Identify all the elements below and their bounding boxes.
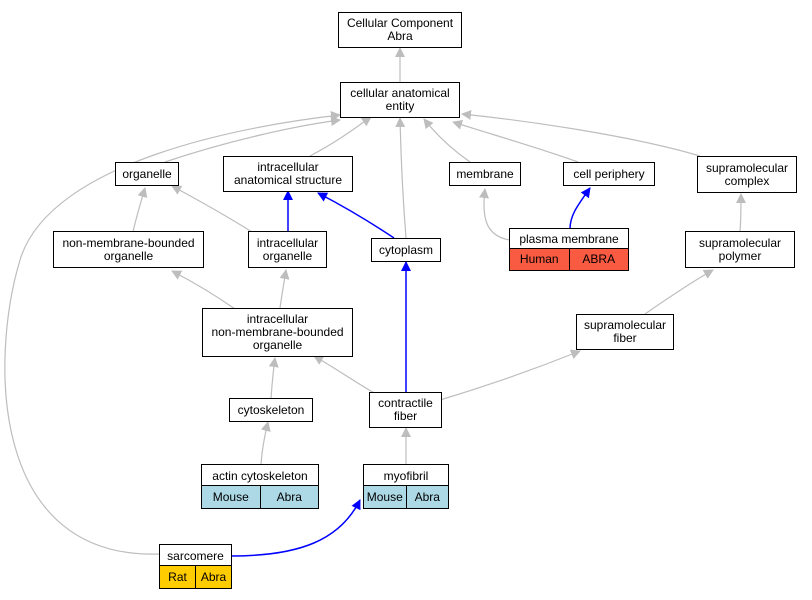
node-cytoplasm[interactable]: cytoplasm [371, 238, 441, 262]
node-intracellular-nmb-organelle[interactable]: intracellular non-membrane-bounded organ… [202, 308, 353, 357]
edge-supfiber-to-suppolymer [644, 269, 714, 315]
edge-cellperiphery-to-cae [452, 120, 579, 163]
edge-suppolymer-to-supcomplex [735, 193, 746, 232]
gene-cell-abra: ABRA [568, 249, 628, 270]
node-label: myofibril [383, 468, 429, 483]
edge-inmbo-to-intraorganelle [279, 269, 290, 309]
edge-contractile-to-inmbo [313, 355, 377, 395]
node-organelle[interactable]: organelle [115, 162, 179, 186]
edge-supcomplex-to-cae [461, 109, 701, 157]
edge-ias-to-cae [309, 116, 372, 157]
node-myofibril[interactable]: myofibril Mouse Abra [363, 464, 449, 509]
node-cellular-anatomical-entity[interactable]: cellular anatomical entity [340, 82, 460, 118]
node-label: actin cytoskeleton [212, 468, 308, 483]
edge-plasmamembrane-to-membrane [479, 188, 511, 241]
node-cytoskeleton[interactable]: cytoskeleton [229, 398, 313, 422]
edge-membrane-to-cae [423, 118, 471, 163]
edge-sarcomere-to-myofibril [230, 499, 361, 557]
node-label: plasma membrane [519, 232, 619, 246]
node-supramolecular-polymer[interactable]: supramolecular polymer [685, 231, 795, 268]
edge-inmbo-to-nmbo [171, 270, 236, 310]
edge-intraorganelle-to-organelle [171, 185, 253, 233]
node-intracellular-anatomical-structure[interactable]: intracellular anatomical structure [223, 156, 353, 192]
node-non-membrane-bounded-organelle[interactable]: non-membrane-bounded organelle [53, 231, 204, 268]
node-intracellular-organelle[interactable]: intracellular organelle [248, 231, 327, 268]
edge-nmbo-to-organelle [132, 187, 148, 233]
species-cell-mouse: Mouse [364, 486, 406, 508]
gene-cell-abra: Abra [259, 486, 318, 508]
species-cell-rat: Rat [160, 566, 195, 588]
edge-organelle-to-cae [164, 116, 341, 163]
edge-cytoplasm-to-ias [317, 192, 395, 239]
node-plasma-membrane[interactable]: plasma membrane Human ABRA [509, 228, 629, 271]
node-label: sarcomere [167, 548, 224, 563]
node-cell-periphery[interactable]: cell periphery [563, 162, 655, 186]
species-cell-human: Human [510, 249, 569, 270]
node-actin-cytoskeleton[interactable]: actin cytoskeleton Mouse Abra [201, 464, 319, 509]
node-membrane[interactable]: membrane [449, 162, 521, 186]
edge-plasmamembrane-to-cellperiphery [569, 187, 591, 230]
species-cell-mouse: Mouse [202, 486, 260, 508]
edge-sarcomere-to-cae [4, 111, 341, 555]
edge-cytoskeleton-to-inmbo [268, 357, 279, 399]
edge-cytoplasm-to-cae [395, 117, 407, 239]
edge-contractile-to-supfiber [439, 349, 581, 401]
gene-cell-abra: Abra [405, 486, 448, 508]
gene-cell-abra: Abra [195, 566, 231, 588]
edge-actin-to-cytoskeleton [260, 421, 271, 465]
node-sarcomere[interactable]: sarcomere Rat Abra [159, 544, 232, 589]
node-contractile-fiber[interactable]: contractile fiber [369, 392, 442, 428]
node-supramolecular-complex[interactable]: supramolecular complex [697, 156, 797, 193]
node-cellular-component[interactable]: Cellular Component Abra [338, 12, 462, 48]
node-supramolecular-fiber[interactable]: supramolecular fiber [576, 314, 674, 350]
